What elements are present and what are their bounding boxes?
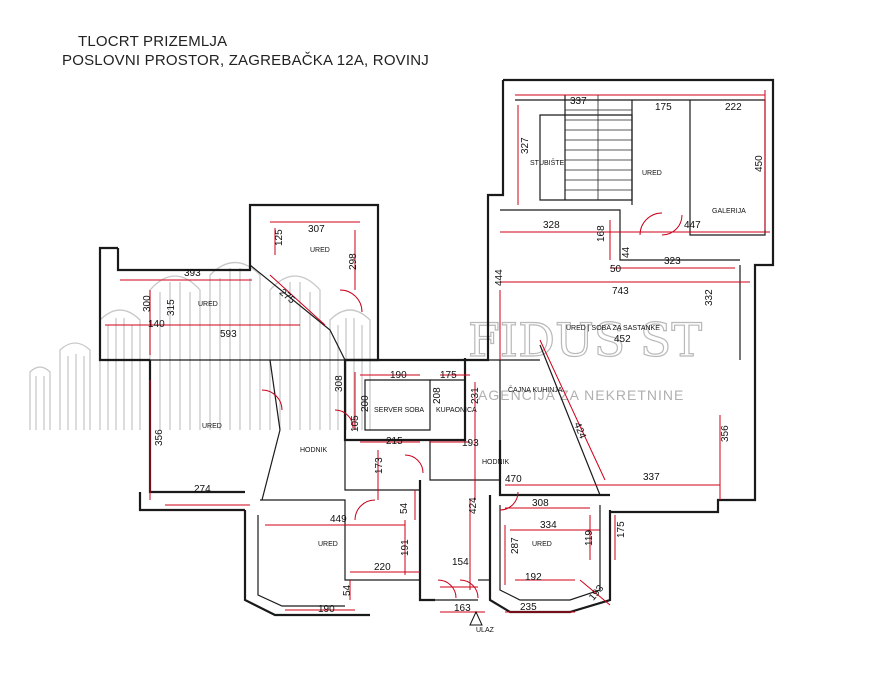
dim-308-vert: 308 <box>334 375 345 392</box>
dim-327: 327 <box>520 137 531 154</box>
room-hodnik-w: HODNIK <box>300 447 328 454</box>
dim-125: 125 <box>274 229 285 246</box>
dim-119: 119 <box>584 530 595 546</box>
dim-140: 140 <box>148 319 165 330</box>
dim-175-center: 175 <box>440 370 457 381</box>
dim-44: 44 <box>621 246 632 258</box>
room-ured-w1: URED <box>198 301 218 308</box>
watermark: FIDUS ST AGENCIJA ZA NEKRETNINE <box>29 261 703 430</box>
dim-175-se: 175 <box>616 521 627 538</box>
dim-154: 154 <box>452 557 469 568</box>
dim-470: 470 <box>505 474 522 485</box>
dim-222: 222 <box>725 102 742 113</box>
room-hodnik-c: HODNIK <box>482 459 510 466</box>
room-stubiste: STUBIŠTE <box>530 158 565 167</box>
room-server: SERVER SOBA <box>374 407 424 414</box>
dim-452: 452 <box>614 334 631 345</box>
dim-163: 163 <box>454 603 471 614</box>
watermark-tagline: AGENCIJA ZA NEKRETNINE <box>478 387 684 403</box>
dim-308-se: 308 <box>532 498 549 509</box>
dim-424-vert: 424 <box>468 497 479 514</box>
watermark-brand: FIDUS ST <box>468 313 702 367</box>
dim-220: 220 <box>374 562 391 573</box>
room-ulaz: ULAZ <box>476 627 495 634</box>
room-cajna: ČAJNA KUHINJA <box>508 385 563 394</box>
dim-274: 274 <box>194 484 211 495</box>
dim-105: 105 <box>350 415 361 432</box>
stair-treads <box>565 95 632 200</box>
dimension-lines <box>105 90 770 613</box>
dim-449: 449 <box>330 514 347 525</box>
dim-356-west: 356 <box>154 429 165 446</box>
dim-298: 298 <box>348 253 359 270</box>
dim-235: 235 <box>520 602 537 613</box>
dim-192: 192 <box>525 572 542 583</box>
dim-307: 307 <box>308 224 325 235</box>
dim-190-center: 190 <box>390 370 407 381</box>
dim-356-east: 356 <box>720 425 731 442</box>
room-ured-meet: URED | SOBA ZA SASTANKE <box>566 325 660 332</box>
room-ured-sw: URED <box>318 541 338 548</box>
dim-173: 173 <box>374 457 385 474</box>
dim-208: 208 <box>432 387 443 404</box>
dim-334: 334 <box>540 520 557 531</box>
dim-287: 287 <box>510 537 521 554</box>
dim-337-hall: 337 <box>643 472 660 483</box>
dim-444: 444 <box>494 269 505 286</box>
dim-593: 593 <box>220 329 237 340</box>
room-kupaonica: KUPAONICA <box>436 407 477 414</box>
dim-332: 332 <box>704 289 715 306</box>
room-galerija: GALERIJA <box>712 208 746 215</box>
dim-393: 393 <box>184 268 201 279</box>
dim-300: 300 <box>142 295 153 312</box>
dim-337-top: 337 <box>570 96 587 107</box>
entrance-arrow-icon <box>469 610 483 626</box>
dim-231: 231 <box>470 387 481 404</box>
dim-175-top: 175 <box>655 102 672 113</box>
dim-193-center: 193 <box>462 438 479 449</box>
room-ured-top: URED <box>642 170 662 177</box>
dim-54-b: 54 <box>342 584 353 596</box>
dim-323: 323 <box>664 256 681 267</box>
walls <box>98 78 775 617</box>
dim-743: 743 <box>612 286 629 297</box>
dim-168: 168 <box>596 225 607 242</box>
room-labels: STUBIŠTE URED GALERIJA URED URED URED HO… <box>198 158 746 634</box>
room-ured-w2: URED <box>202 423 222 430</box>
watermark-logo-columns <box>29 261 371 430</box>
dim-50: 50 <box>610 264 622 275</box>
dim-315: 315 <box>166 299 177 316</box>
dim-190-sw: 190 <box>318 604 335 615</box>
dim-200: 200 <box>360 395 371 412</box>
room-ured-nw: URED <box>310 247 330 254</box>
dim-450-galerija: 450 <box>754 155 765 172</box>
plan-title: TLOCRT PRIZEMLJA <box>78 33 228 50</box>
dim-191: 191 <box>400 539 411 556</box>
room-ured-se: URED <box>532 541 552 548</box>
dimension-labels: 337 175 222 327 450 328 447 168 44 50 32… <box>142 96 765 615</box>
dim-328: 328 <box>543 220 560 231</box>
dim-447: 447 <box>684 220 701 231</box>
dim-54-a: 54 <box>399 502 410 514</box>
plan-subtitle: POSLOVNI PROSTOR, ZAGREBAČKA 12A, ROVINJ <box>62 52 429 69</box>
dim-215: 215 <box>386 436 403 447</box>
